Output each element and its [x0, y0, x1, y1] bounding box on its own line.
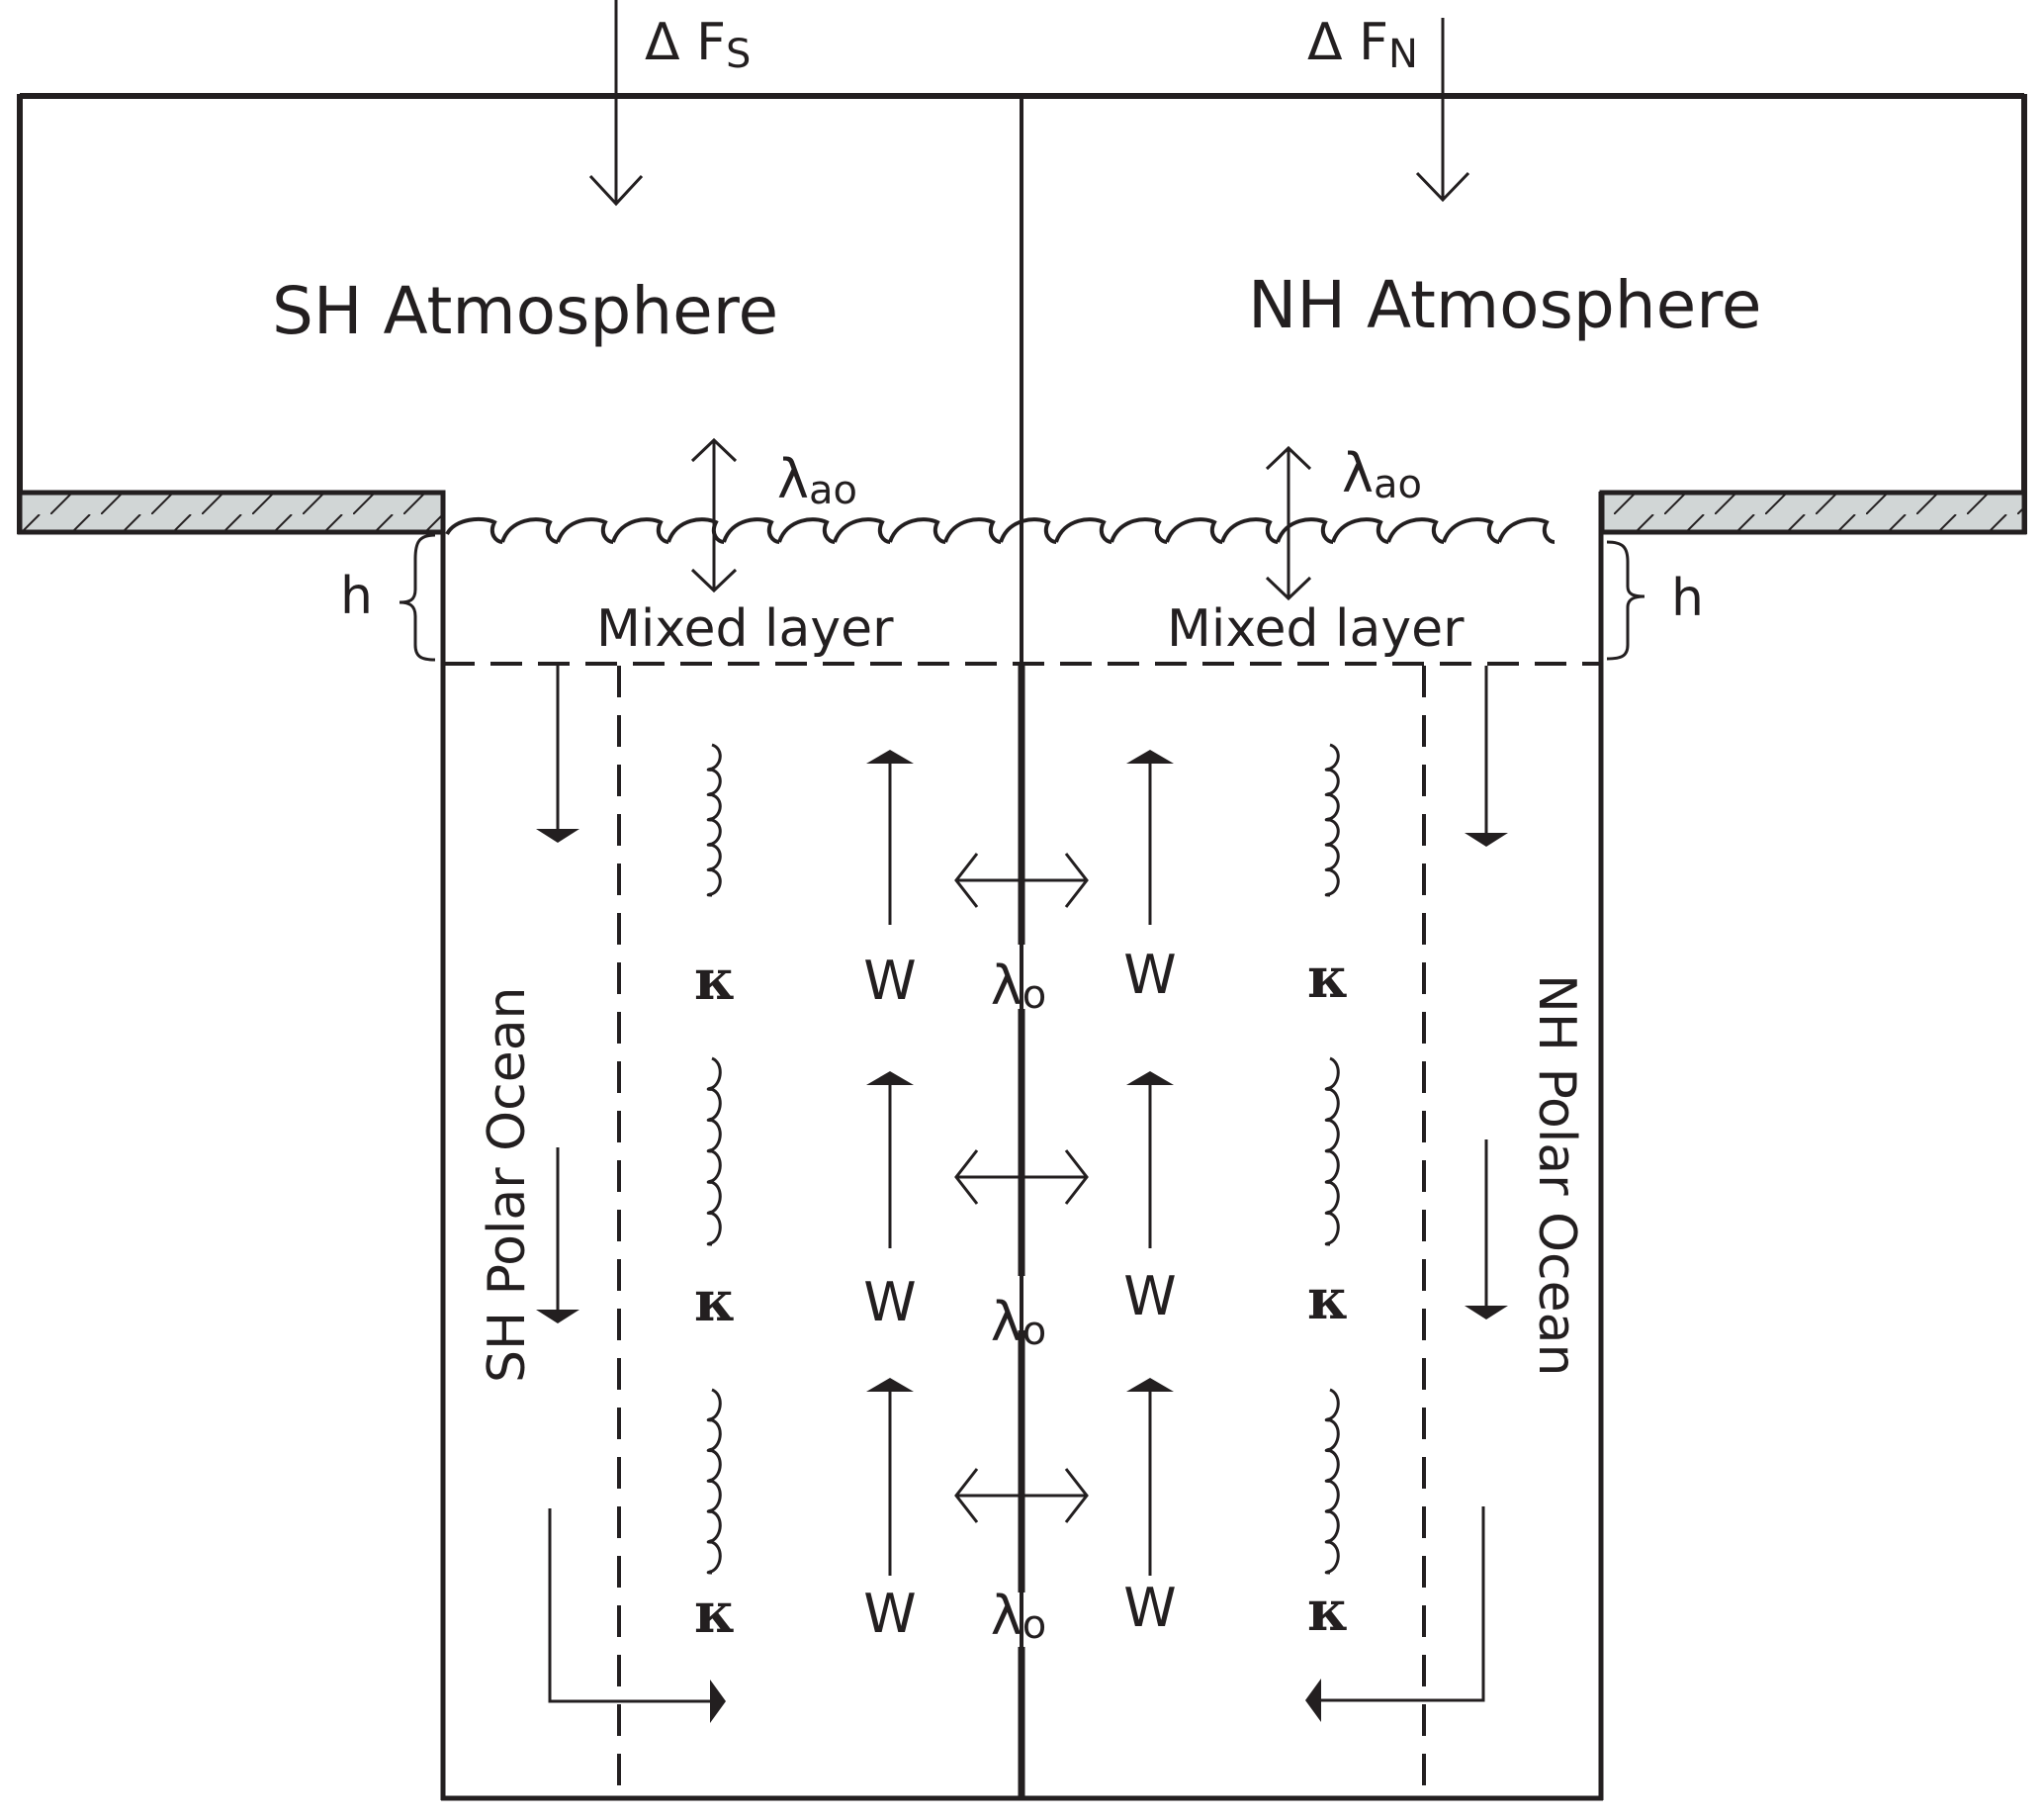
- wavy-sea-surface-icon: [445, 516, 1555, 544]
- up-arrow-icon: [866, 750, 914, 925]
- air-sea-exchange-arrow-left: [690, 437, 738, 593]
- down-arrow-icon: [1465, 1139, 1508, 1319]
- wavy-diffusion-icon: [706, 1056, 722, 1246]
- lambda-ao-left-label: λao: [777, 448, 857, 513]
- lambda-o-label: λo: [991, 1291, 1046, 1354]
- hatched-land-icon: [17, 490, 2027, 535]
- down-arrow-icon: [536, 1147, 579, 1323]
- land-right: [1599, 490, 2027, 535]
- lambda-o-label: λo: [991, 1585, 1046, 1648]
- mixed-layer-right-label: Mixed layer: [1167, 599, 1465, 659]
- wavy-diffusion-icon: [1324, 743, 1340, 897]
- kappa-label: κ: [1307, 1267, 1349, 1332]
- lambda-o-label: λo: [991, 955, 1046, 1018]
- w-label: W: [863, 950, 916, 1012]
- kappa-label: κ: [694, 948, 736, 1013]
- wavy-diffusion-icon: [706, 743, 722, 897]
- kappa-label: κ: [1307, 1579, 1349, 1644]
- double-arrow-icon: [954, 1149, 1089, 1205]
- l-arrow-return-flow-icon: [1305, 1506, 1485, 1722]
- lambda-ao-right-label: λao: [1342, 442, 1422, 507]
- up-arrow-icon: [866, 1378, 914, 1576]
- up-arrow-icon: [1126, 1378, 1174, 1576]
- w-label: W: [1123, 944, 1176, 1006]
- up-arrow-icon: [866, 1071, 914, 1248]
- land-left: [17, 490, 446, 535]
- sh-polar-ocean-label: SH Polar Ocean: [478, 986, 537, 1383]
- mixed-layer-left-label: Mixed layer: [596, 599, 894, 659]
- up-arrow-icon: [1126, 750, 1174, 925]
- polar-downwelling-arrows: [536, 666, 1508, 1723]
- w-label: W: [863, 1583, 916, 1645]
- nh-polar-ocean-label: NH Polar Ocean: [1527, 974, 1586, 1376]
- forcing-label-south: Δ FS: [645, 13, 751, 77]
- ocean-row: κ κ W Wλo: [694, 1378, 1349, 1648]
- kappa-label: κ: [694, 1269, 736, 1334]
- mixed-layer-depth-brace-right: [1606, 540, 1645, 661]
- forcing-arrow-north: [1415, 18, 1470, 203]
- w-label: W: [1123, 1265, 1176, 1327]
- sh-atmosphere-label: SH Atmosphere: [272, 273, 778, 349]
- nh-atmosphere-label: NH Atmosphere: [1248, 267, 1762, 343]
- mixed-layer-depth-brace-left: [399, 533, 436, 662]
- double-arrow-icon: [954, 853, 1089, 908]
- down-arrow-icon: [1465, 666, 1508, 847]
- w-label: W: [863, 1271, 916, 1333]
- l-arrow-return-flow-icon: [548, 1508, 726, 1723]
- wavy-diffusion-icon: [1324, 1056, 1340, 1246]
- air-sea-exchange-arrow-right: [1265, 445, 1312, 601]
- double-arrow-icon: [954, 1468, 1089, 1523]
- up-arrow-icon: [1126, 1071, 1174, 1248]
- wavy-diffusion-icon: [1324, 1388, 1340, 1575]
- kappa-label: κ: [694, 1581, 736, 1646]
- down-arrow-icon: [536, 666, 579, 843]
- forcing-arrow-south: [588, 0, 644, 207]
- wavy-diffusion-icon: [706, 1388, 722, 1575]
- depth-h-right-label: h: [1671, 569, 1704, 628]
- w-label: W: [1123, 1577, 1176, 1639]
- depth-h-left-label: h: [340, 567, 373, 626]
- forcing-label-north: Δ FN: [1307, 13, 1418, 77]
- kappa-label: κ: [1307, 946, 1349, 1011]
